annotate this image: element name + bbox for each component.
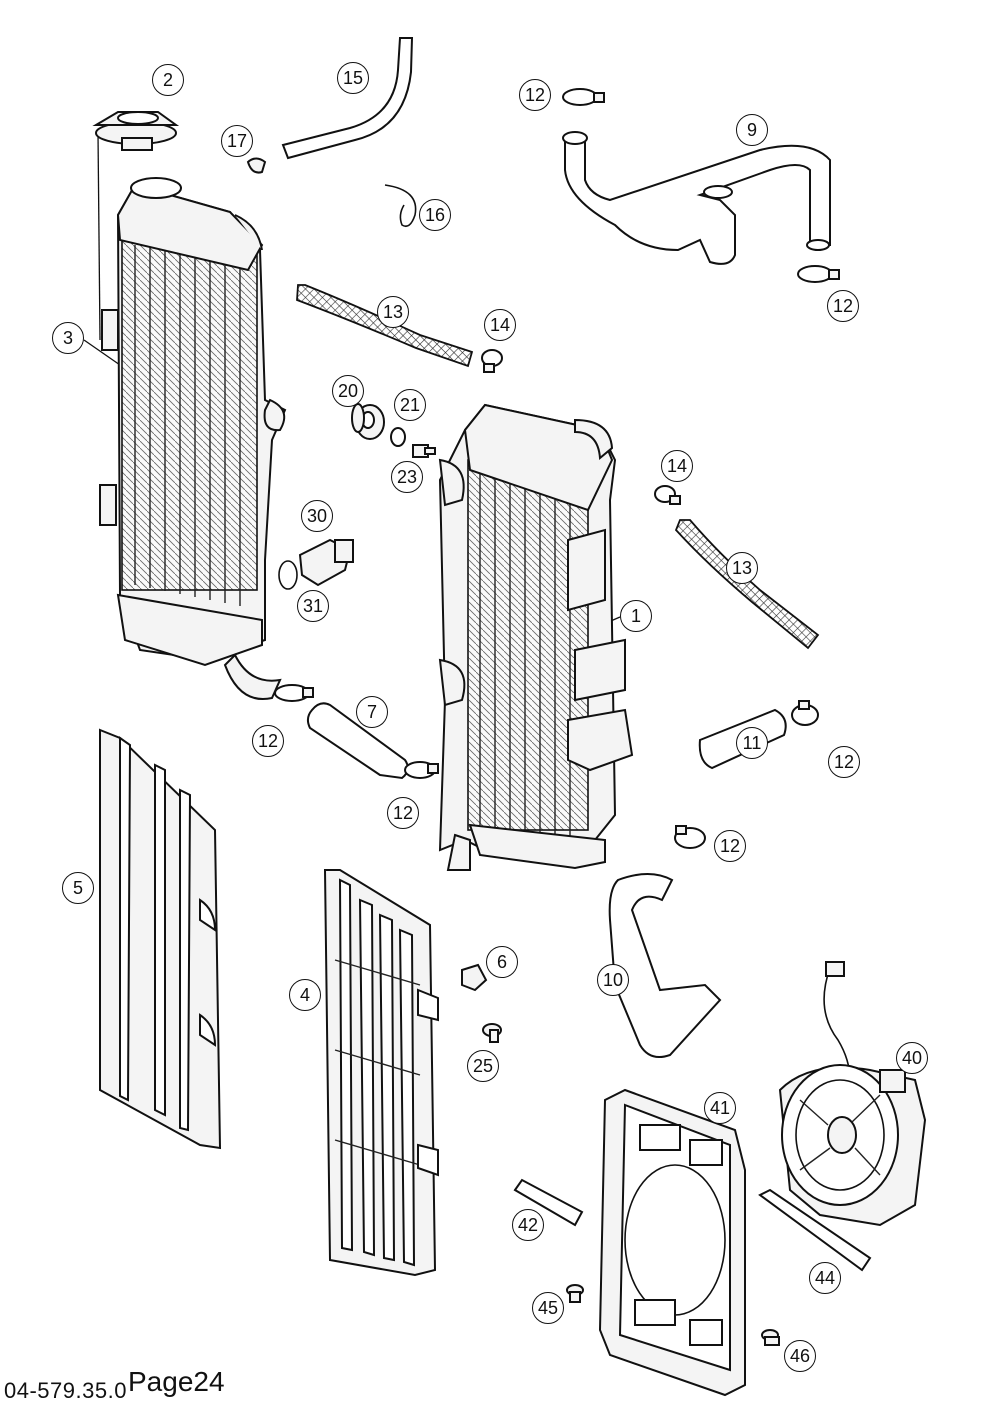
callout-10: 10 bbox=[597, 964, 629, 996]
callout-44: 44 bbox=[809, 1262, 841, 1294]
callout-14: 14 bbox=[661, 450, 693, 482]
callout-12: 12 bbox=[252, 725, 284, 757]
callout-45: 45 bbox=[532, 1292, 564, 1324]
callout-20: 20 bbox=[332, 375, 364, 407]
callout-7: 7 bbox=[356, 696, 388, 728]
callout-5: 5 bbox=[62, 872, 94, 904]
hose-clamp-right-mid bbox=[791, 700, 819, 726]
screw-45 bbox=[566, 1284, 584, 1303]
washer-21 bbox=[390, 427, 406, 447]
rubber-grommet-20 bbox=[351, 403, 385, 440]
callout-41: 41 bbox=[704, 1092, 736, 1124]
callout-2: 2 bbox=[152, 64, 184, 96]
clip-17 bbox=[246, 157, 267, 174]
callout-3: 3 bbox=[52, 322, 84, 354]
mesh-hose-13-right bbox=[674, 519, 820, 650]
radiator-louvre-5 bbox=[99, 728, 222, 1150]
callout-12: 12 bbox=[714, 830, 746, 862]
callout-13: 13 bbox=[377, 296, 409, 328]
callout-15: 15 bbox=[337, 62, 369, 94]
right-radiator bbox=[438, 403, 634, 871]
callout-46: 46 bbox=[784, 1340, 816, 1372]
callout-12: 12 bbox=[827, 290, 859, 322]
wire-clip-16 bbox=[384, 184, 417, 228]
callout-11: 11 bbox=[736, 727, 768, 759]
radiator-cap bbox=[92, 111, 180, 151]
callout-6: 6 bbox=[486, 946, 518, 978]
callout-21: 21 bbox=[394, 389, 426, 421]
callout-40: 40 bbox=[896, 1042, 928, 1074]
callout-12: 12 bbox=[519, 79, 551, 111]
hose-clamp-left-mid bbox=[274, 684, 314, 702]
callout-14: 14 bbox=[484, 309, 516, 341]
screw-25 bbox=[482, 1023, 502, 1043]
hose-clamp-top bbox=[562, 88, 605, 106]
hose-clamp-14-right bbox=[654, 485, 681, 505]
callout-23: 23 bbox=[391, 461, 423, 493]
callout-42: 42 bbox=[512, 1209, 544, 1241]
temperature-switch-30 bbox=[298, 538, 354, 587]
left-radiator bbox=[99, 177, 287, 700]
o-ring-31 bbox=[278, 560, 298, 590]
hose-clamp-mid bbox=[404, 761, 439, 779]
callout-12: 12 bbox=[828, 746, 860, 778]
callout-16: 16 bbox=[419, 199, 451, 231]
callout-25: 25 bbox=[467, 1050, 499, 1082]
cooling-fan-40 bbox=[778, 961, 927, 1227]
hose-clamp-right-top bbox=[797, 265, 840, 283]
callout-13: 13 bbox=[726, 552, 758, 584]
callout-9: 9 bbox=[736, 114, 768, 146]
screw-46 bbox=[761, 1329, 780, 1346]
callout-30: 30 bbox=[301, 500, 333, 532]
callout-4: 4 bbox=[289, 979, 321, 1011]
y-hose bbox=[562, 131, 831, 265]
callout-17: 17 bbox=[221, 125, 253, 157]
callout-31: 31 bbox=[297, 590, 329, 622]
page-label: Page24 bbox=[128, 1366, 225, 1397]
callout-12: 12 bbox=[387, 797, 419, 829]
hose-clamp-right-low bbox=[674, 825, 706, 849]
callout-1: 1 bbox=[620, 600, 652, 632]
foam-strip-42 bbox=[513, 1178, 584, 1227]
foam-strip-44 bbox=[758, 1188, 872, 1272]
bolt-23 bbox=[412, 444, 436, 458]
radiator-louvre-4 bbox=[323, 869, 439, 1277]
hose-15 bbox=[281, 37, 414, 160]
hose-clamp-14-top bbox=[481, 349, 503, 373]
drawing-code: 04-579.35.0 bbox=[4, 1378, 127, 1403]
hose-10 bbox=[608, 873, 722, 1058]
fan-shroud-41 bbox=[598, 1088, 746, 1397]
clip-nut-6 bbox=[461, 963, 488, 992]
